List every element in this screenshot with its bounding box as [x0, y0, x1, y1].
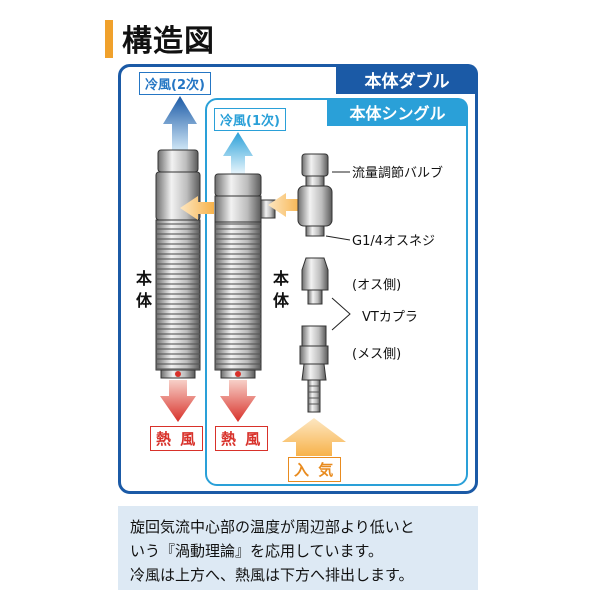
label-cold-secondary: 冷風(2次) [139, 72, 211, 95]
callout-coupler: VTカプラ [362, 310, 418, 325]
caption-box [118, 506, 478, 590]
hot-air-arrow-left [160, 380, 196, 422]
cold-air-arrow-primary [223, 132, 253, 174]
vt-coupler-female [299, 325, 329, 413]
label-hot-left: 熱 風 [150, 426, 204, 451]
flow-control-valve [297, 153, 351, 241]
intake-arrow-up [282, 418, 346, 456]
body-single-tube [214, 173, 276, 379]
caption-line-1: 旋回気流中心部の温度が周辺部より低いと [130, 518, 415, 536]
label-body-right: 本体 [272, 269, 289, 310]
page-title: 構造図 [122, 24, 215, 59]
label-cold-primary: 冷風(1次) [214, 108, 286, 131]
callout-male: (オス側) [352, 278, 402, 293]
vt-coupler-male [301, 257, 329, 305]
intake-arrow-right [268, 193, 302, 217]
label-intake: 入 気 [288, 457, 342, 482]
intake-arrow-left [180, 196, 214, 220]
frame-single-label: 本体シングル [327, 98, 468, 126]
title-accent-bar [105, 20, 113, 58]
cold-air-arrow-secondary [163, 96, 197, 150]
hot-air-arrow-right [220, 380, 256, 422]
coupler-callout-lines [331, 297, 351, 331]
callout-thread: G1/4オスネジ [352, 234, 435, 249]
label-body-left: 本体 [135, 269, 152, 310]
callout-female: (メス側) [352, 347, 402, 362]
label-hot-right: 熱 風 [215, 426, 269, 451]
body-double-tube [155, 149, 201, 379]
frame-double-label: 本体ダブル [336, 64, 478, 94]
caption-line-2: いう『渦動理論』を応用しています。 [130, 542, 384, 560]
caption-line-3: 冷風は上方へ、熱風は下方へ排出します。 [130, 566, 414, 584]
callout-valve: 流量調節バルブ [352, 166, 444, 181]
